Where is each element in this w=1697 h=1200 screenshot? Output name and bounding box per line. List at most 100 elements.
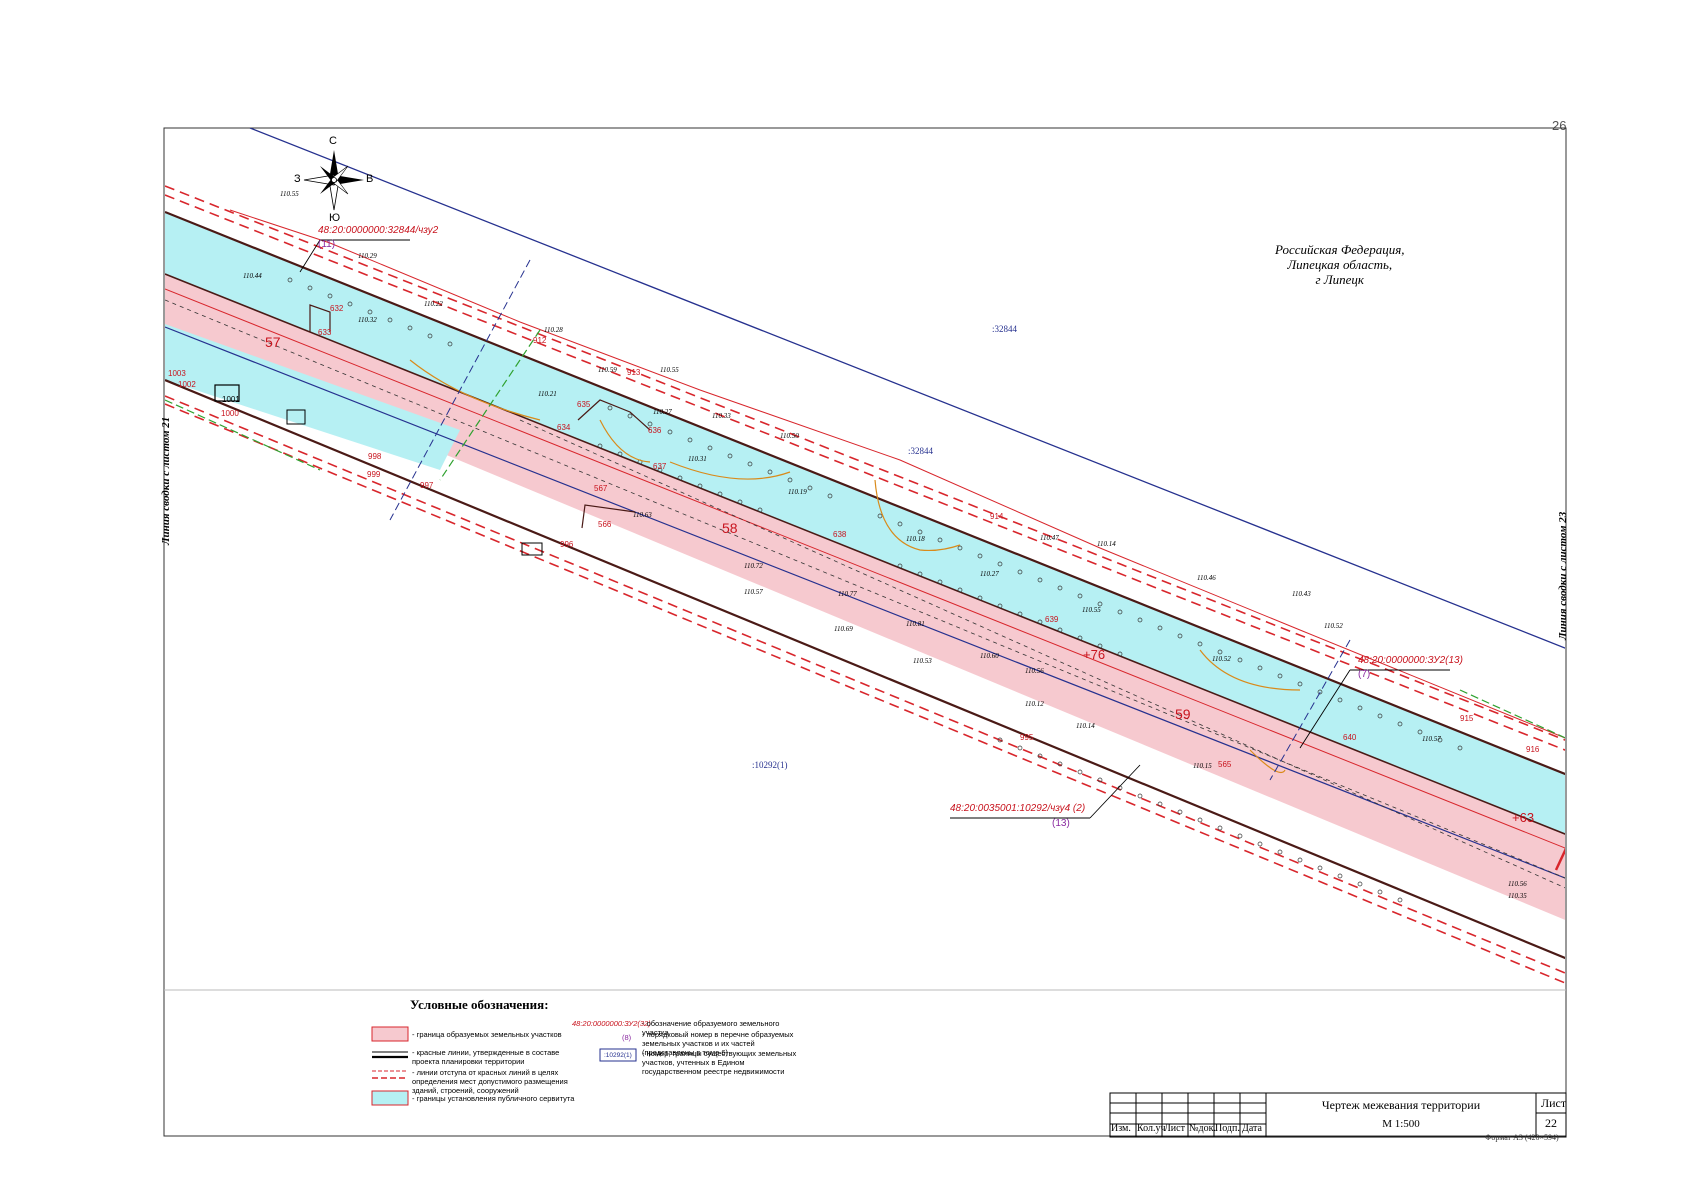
elevation: 110.57 (1422, 735, 1441, 743)
contour-line (409, 359, 541, 421)
callout-label: 48:20:0000000:ЗУ2(13) (1358, 655, 1463, 666)
point-number: 916 (1526, 745, 1540, 754)
sheet-number: 22 (1545, 1116, 1557, 1130)
region-label: Российская Федерация, Липецкая область, … (1275, 242, 1405, 287)
red-line-road (165, 378, 1565, 960)
legend-title: Условные обозначения: (410, 997, 549, 1012)
legend-text: - границы установления публичного сервит… (412, 1094, 575, 1103)
legend-text: - красные линии, утвержденные в составе … (412, 1048, 560, 1066)
callout-label: 48:20:0000000:32844/чзу2 (318, 225, 439, 236)
point-number: 636 (648, 426, 662, 435)
plot-boundary (577, 399, 651, 431)
elevation: 110.27 (980, 570, 999, 578)
title-block (1109, 1092, 1567, 1138)
drawing-frame (163, 127, 1567, 1137)
compass-east: В (366, 173, 374, 185)
parcel-label: :32844 (992, 324, 1018, 334)
point-number: 1003 (168, 369, 186, 378)
legend-sample: :10292(1) (604, 1052, 632, 1059)
elevation: 110.15 (1193, 762, 1212, 770)
sheet-format: Формат А3 (420×594) (1485, 1133, 1559, 1142)
elevation: 110.27 (653, 408, 672, 416)
point-number: 999 (367, 470, 381, 479)
zone-number: 57 (265, 334, 281, 350)
elevation: 110.47 (1040, 534, 1059, 542)
legend-swatch-cyan (371, 1090, 409, 1106)
legend-swatch-parcel (599, 1048, 637, 1062)
elevation: 110.77 (838, 590, 857, 598)
contour-line (1199, 649, 1301, 691)
point-number: 915 (1460, 714, 1474, 723)
region-line: Российская Федерация, (1275, 242, 1405, 257)
elevation: 110.33 (712, 412, 731, 420)
point-number: 566 (598, 520, 612, 529)
pink-zone (165, 274, 1565, 920)
point-number: 996 (560, 540, 574, 549)
elevation: 110.46 (1197, 574, 1216, 582)
elevation: 110.53 (913, 657, 932, 665)
legend-swatch-redline (372, 1051, 408, 1059)
north-arrow (303, 150, 364, 211)
point-number: 998 (368, 452, 382, 461)
point-number: 1002 (178, 380, 196, 389)
point-number: 637 (653, 462, 667, 471)
green-boundary (165, 399, 321, 471)
elevation: 110.50 (780, 432, 799, 440)
region-line: Липецкая область, (1287, 257, 1393, 272)
elevation: 110.55 (1082, 606, 1101, 614)
callout-leader (1089, 764, 1141, 819)
red-line-road (165, 273, 1565, 835)
legend-text: - граница образуемых земельных участков (412, 1030, 562, 1039)
callout-leader (1299, 669, 1351, 749)
point-number: 632 (330, 304, 344, 313)
elevation: 110.57 (744, 588, 763, 596)
elevation: 110.29 (358, 252, 377, 260)
plot-boundary (581, 504, 636, 529)
page-number: 26 (1552, 118, 1567, 133)
callout-label: 48:20:0035001:10292/чзу4 (2) (950, 803, 1086, 814)
callout-number: (7) (1358, 669, 1371, 680)
elevation: 110.44 (243, 272, 262, 280)
point-number: 912 (533, 336, 547, 345)
legend-sample: 48:20:0000000:ЗУ2(32) (572, 1019, 651, 1028)
point-number: 567 (594, 484, 608, 493)
elevation: 110.14 (1076, 722, 1095, 730)
building (214, 384, 240, 402)
elevation: 110.69 (834, 625, 853, 633)
point-number: 565 (1218, 760, 1232, 769)
parcel-boundary (165, 326, 1565, 879)
point-number: 638 (833, 530, 847, 539)
elevation: 110.52 (1212, 655, 1231, 663)
parcel-label: :32844 (908, 446, 934, 456)
point-number: 634 (557, 423, 571, 432)
building (521, 542, 543, 556)
stamp-column: Изм. (1111, 1123, 1131, 1134)
elevation: 110.55 (280, 190, 299, 198)
point-number: 995 (1020, 733, 1034, 742)
elevation: 110.56 (1025, 667, 1044, 675)
compass-west: З (294, 173, 301, 185)
elevation: 110.21 (538, 390, 557, 398)
parcel-boundary (249, 128, 1565, 649)
legend-text: - порядковый номер в перечне образуемых … (642, 1030, 794, 1057)
legend-sample: (8) (622, 1033, 632, 1042)
green-boundary (439, 329, 541, 481)
stamp-column: Подп. (1215, 1123, 1240, 1134)
contour-line (599, 419, 651, 463)
compass-south: Ю (329, 212, 341, 224)
elevation: 110.63 (633, 511, 652, 519)
callout-number: (13) (1052, 818, 1070, 829)
elevation: 110.14 (1097, 540, 1116, 548)
point-number: 640 (1343, 733, 1357, 742)
compass-north: С (329, 135, 337, 147)
elevation: 110.12 (1025, 700, 1044, 708)
zone-number: 59 (1175, 706, 1191, 722)
point-number: 1000 (221, 409, 239, 418)
elevation: 110.52 (1324, 622, 1343, 630)
point-number: 635 (577, 400, 591, 409)
setback-line (229, 209, 1565, 739)
point-number: 913 (627, 368, 641, 377)
contour-line (669, 461, 791, 480)
